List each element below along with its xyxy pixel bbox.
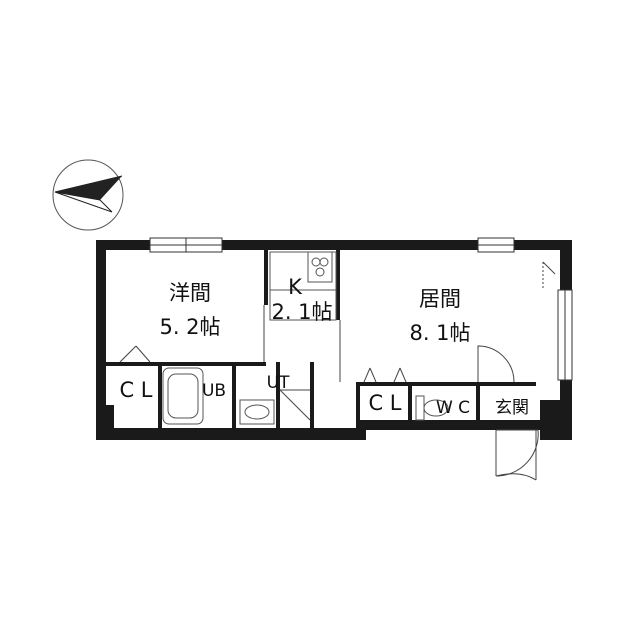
living-room-size: 8. 1帖	[409, 321, 470, 345]
western-room-size: 5. 2帖	[159, 315, 220, 339]
top-windows	[149, 237, 515, 253]
bathtub-icon	[162, 367, 204, 425]
toilet-label: W C	[436, 398, 470, 418]
north-arrow-icon	[52, 159, 124, 231]
kitchen-size: 2. 1帖	[271, 300, 332, 324]
kitchen-name: K	[288, 275, 303, 299]
entrance-label: 玄関	[495, 398, 529, 418]
unit-bath-label: UB	[202, 381, 226, 401]
right-window	[557, 289, 573, 381]
closet-left-label: C L	[119, 378, 152, 402]
toilet-icon	[415, 395, 449, 421]
western-room-name: 洋間	[169, 281, 211, 305]
thin-lines	[119, 261, 556, 421]
outer-walls	[96, 240, 572, 440]
washbasin-icon	[239, 399, 275, 425]
kitchen-stove	[307, 251, 333, 283]
utility-label: UT	[267, 373, 290, 393]
living-room-name: 居間	[419, 287, 461, 311]
closet-right-label: C L	[368, 391, 401, 415]
kitchen-counter	[269, 251, 337, 321]
interior-walls	[106, 250, 536, 428]
door-swings	[477, 345, 539, 481]
